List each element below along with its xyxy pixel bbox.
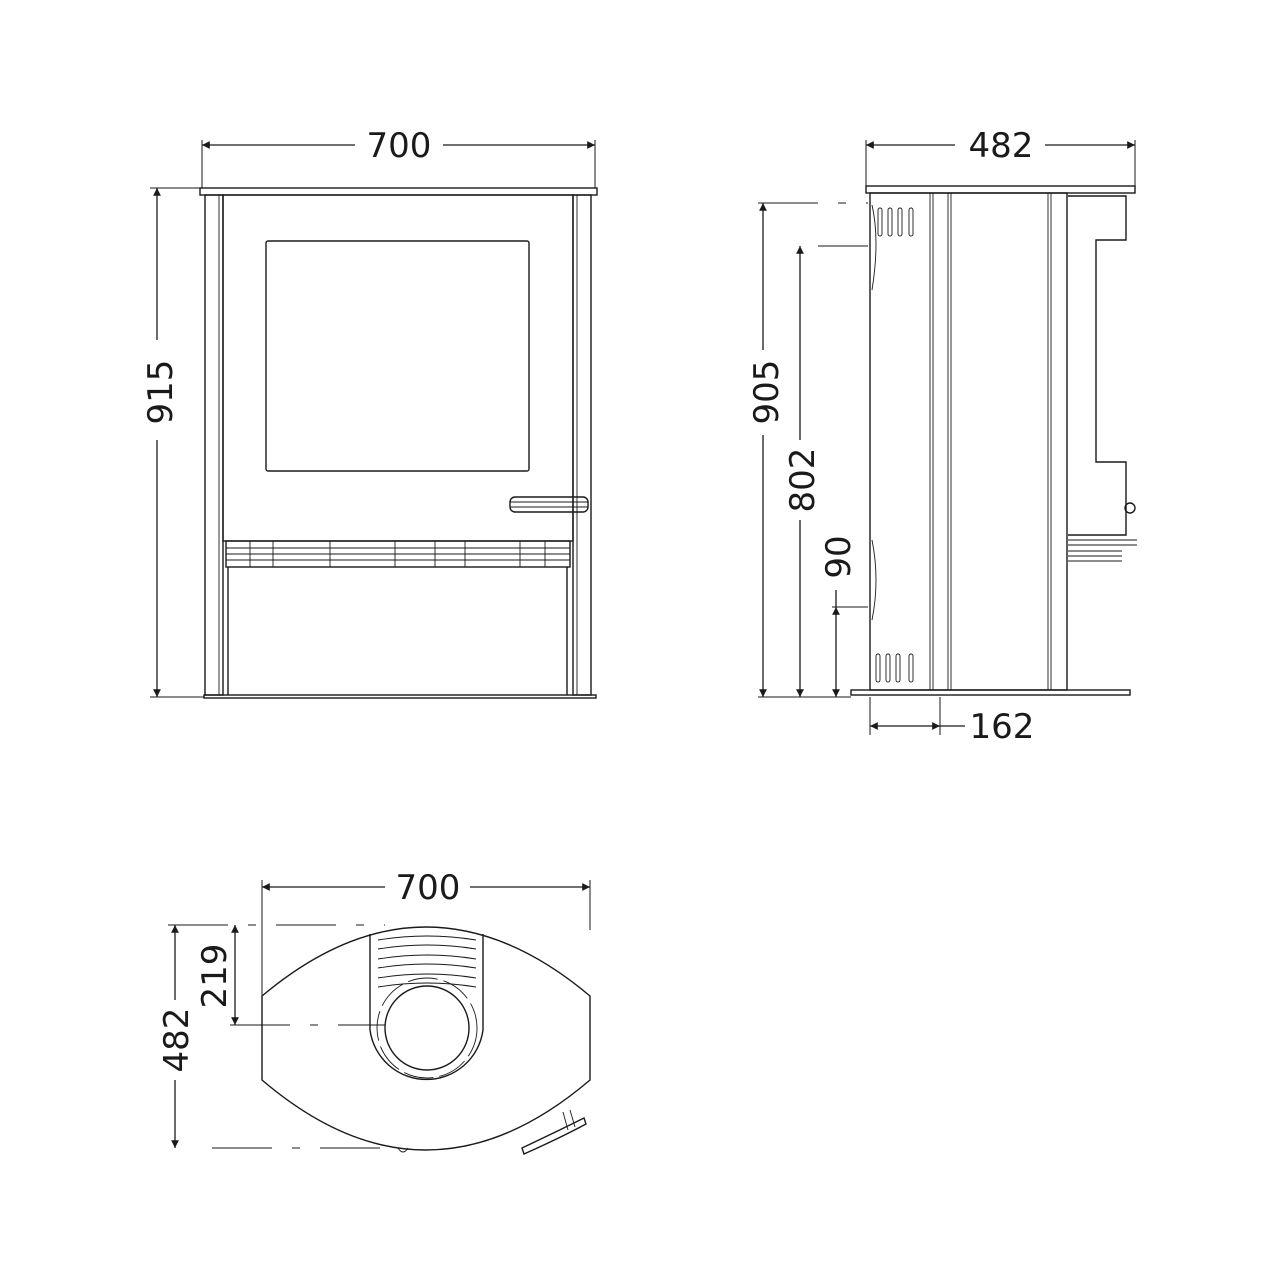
top-view: 700 482 219 — [157, 868, 591, 1155]
air-inlet-height-label: 90 — [819, 535, 859, 578]
side-height-label: 905 — [747, 360, 787, 425]
front-height-label: 915 — [141, 360, 181, 425]
vent-slots-bottom — [875, 653, 914, 683]
front-grille — [225, 540, 571, 568]
front-view: 700 915 — [141, 126, 598, 699]
handle-top — [521, 1117, 587, 1155]
side-body — [869, 192, 1068, 691]
flue-plate — [369, 934, 484, 1081]
outlet-offset-label: 162 — [970, 707, 1035, 747]
flue-center-label: 219 — [195, 944, 235, 1009]
front-width-label: 700 — [367, 126, 432, 166]
top-grille-slats — [377, 935, 477, 988]
right-leg — [572, 194, 592, 696]
door-knob — [1124, 502, 1136, 514]
left-leg — [204, 194, 224, 696]
glass-window — [265, 240, 530, 472]
side-grille — [1068, 539, 1137, 562]
top-outline — [261, 926, 591, 1151]
side-depth-label: 482 — [969, 126, 1034, 166]
side-view: 482 905 802 90 162 — [747, 126, 1137, 747]
top-width-label: 700 — [396, 868, 461, 908]
top-plate — [199, 187, 598, 196]
flue-outlet — [384, 985, 470, 1071]
door-panel — [222, 194, 574, 542]
top-plate — [865, 185, 1136, 194]
side-door — [1068, 195, 1127, 536]
outlet-height-label: 802 — [783, 448, 823, 513]
side-base — [850, 689, 1131, 696]
base-plate — [203, 694, 597, 699]
door-handle — [509, 496, 589, 513]
vent-slots-top — [877, 207, 914, 237]
top-depth-label: 482 — [157, 1008, 197, 1073]
